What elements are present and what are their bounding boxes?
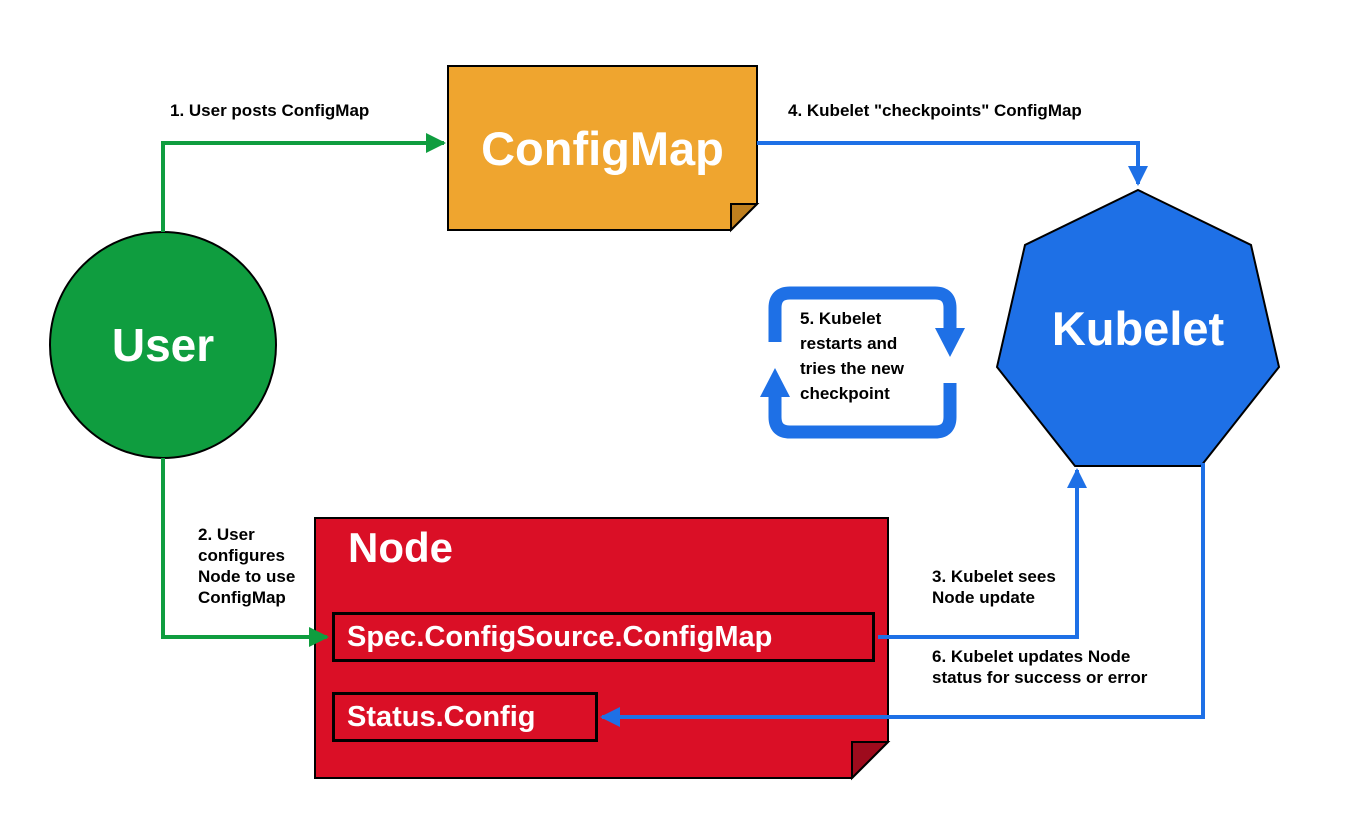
- arrow-step3: [878, 468, 1087, 639]
- arrow-step4: [757, 141, 1148, 186]
- step3-label: 3. Kubelet sees Node update: [932, 567, 1056, 607]
- restart-loop-bottom-icon: [768, 383, 957, 439]
- kubelet-heptagon: [995, 188, 1281, 467]
- arrow-step1: [161, 133, 446, 232]
- configmap-shape: [447, 65, 758, 231]
- arrow-step6: [600, 463, 1205, 727]
- configmap-fold-corner: [730, 203, 760, 233]
- restart-loop-up-arrowhead-icon: [760, 368, 790, 397]
- arrow-step2: [161, 458, 329, 647]
- step4-label: 4. Kubelet "checkpoints" ConfigMap: [788, 101, 1082, 120]
- node-fold-corner: [851, 741, 891, 781]
- step6-label: 6. Kubelet updates Node status for succe…: [932, 647, 1148, 687]
- restart-loop-down-arrowhead-icon: [935, 328, 965, 357]
- step1-label: 1. User posts ConfigMap: [170, 101, 370, 120]
- restart-loop-top-icon: [768, 286, 957, 342]
- step2-label: 2. User configures Node to use ConfigMap: [198, 525, 296, 607]
- node-status-config-box: Status.Config: [332, 692, 598, 742]
- node-title: Node: [348, 524, 453, 571]
- user-circle: [49, 231, 277, 459]
- node-spec-configsource-box: Spec.ConfigSource.ConfigMap: [332, 612, 875, 662]
- step5-label: 5. Kubelet restarts and tries the new ch…: [800, 309, 904, 403]
